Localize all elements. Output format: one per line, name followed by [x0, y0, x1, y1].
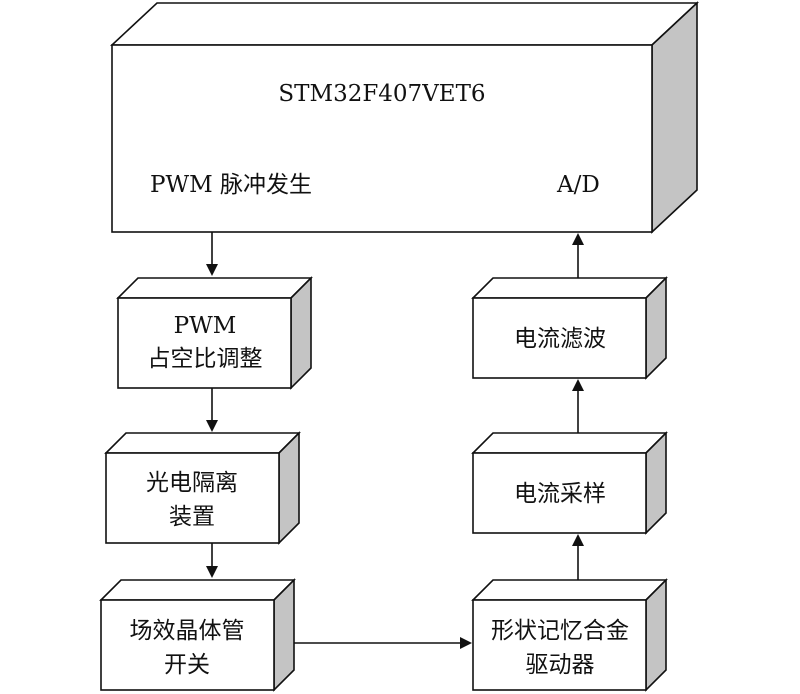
current-sampling-block: 电流采样: [471, 431, 668, 535]
arrow-sma-driver-to-current-sampling: [572, 534, 584, 580]
arrow-mosfet-to-sma-driver: [294, 637, 472, 649]
mcu-block: STM32F407VET6 PWM 脉冲发生 A/D: [109, 1, 700, 234]
sma-driver-label-line1: 形状记忆合金: [491, 618, 629, 644]
pwm-duty-block-top: [116, 277, 313, 299]
mosfet-switch-label-line1: 场效晶体管: [130, 618, 245, 644]
mcu-ad-port-label: A/D: [556, 172, 600, 198]
opto-isolation-block-top: [104, 432, 301, 454]
arrow-opto-to-mosfet: [206, 543, 218, 578]
mosfet-switch-block-top: [99, 579, 296, 601]
current-sampling-block-face: [472, 452, 647, 534]
current-sampling-label: 电流采样: [514, 481, 606, 507]
current-filter-label: 电流滤波: [514, 326, 606, 352]
mcu-name: STM32F407VET6: [278, 81, 485, 107]
mosfet-switch-block-side: [273, 578, 295, 692]
sma-driver-block-top: [471, 579, 668, 601]
pwm-duty-block: PWM 占空比调整: [116, 276, 313, 390]
sma-driver-block: 形状记忆合金 驱动器: [471, 578, 668, 692]
mcu-block-face: [111, 44, 653, 233]
arrow-mcu-to-pwm-duty: [206, 232, 218, 276]
opto-isolation-label-line1: 光电隔离: [146, 470, 238, 496]
arrow-pwm-duty-to-opto: [206, 388, 218, 432]
opto-isolation-block-face: [105, 452, 280, 544]
opto-isolation-block: 光电隔离 装置: [104, 431, 301, 545]
mcu-pwm-port-label: PWM 脉冲发生: [150, 172, 312, 198]
current-sampling-block-top: [471, 432, 668, 454]
mosfet-switch-label-line2: 开关: [164, 652, 210, 678]
opto-isolation-block-side: [278, 431, 300, 545]
mosfet-switch-block: 场效晶体管 开关: [99, 578, 296, 692]
current-filter-block-face: [472, 297, 647, 379]
pwm-duty-block-side: [290, 276, 312, 390]
pwm-duty-block-face: [117, 297, 292, 389]
sma-driver-block-side: [645, 578, 667, 692]
mosfet-switch-block-face: [100, 599, 275, 691]
sma-driver-label-line2: 驱动器: [526, 652, 595, 678]
pwm-duty-label-line1: PWM: [174, 313, 237, 339]
arrow-current-sampling-to-current-filter: [572, 379, 584, 433]
sma-driver-block-face: [472, 599, 647, 691]
opto-isolation-label-line2: 装置: [169, 504, 215, 530]
current-filter-block-top: [471, 277, 668, 299]
current-filter-block: 电流滤波: [471, 276, 668, 380]
arrow-current-filter-to-mcu: [572, 233, 584, 278]
pwm-duty-label-line2: 占空比调整: [148, 346, 263, 372]
mcu-block-top: [109, 2, 700, 46]
